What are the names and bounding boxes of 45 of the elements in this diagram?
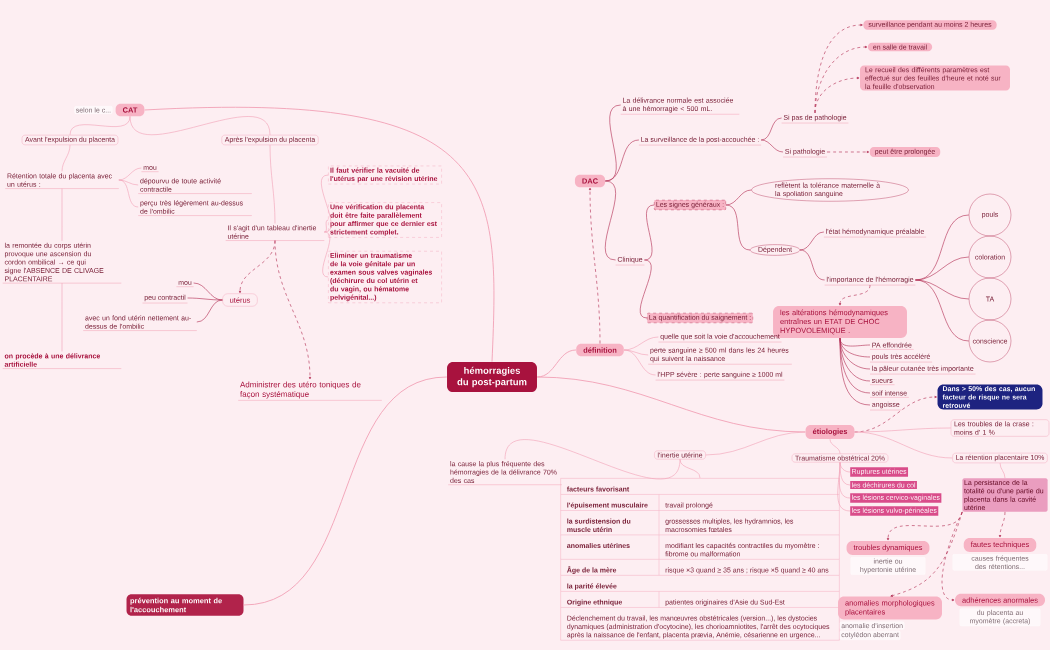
- connector-line: [679, 459, 701, 479]
- connector-line: [760, 117, 782, 141]
- connector-line: [915, 279, 970, 342]
- connector-line: [604, 139, 640, 182]
- connector-line: [187, 297, 223, 301]
- arrow: [998, 511, 1006, 538]
- connector-line: [504, 439, 681, 479]
- connector-line: [118, 179, 139, 208]
- connector-line: [243, 376, 448, 606]
- connector-line: [705, 431, 806, 456]
- connector-line: [196, 299, 223, 323]
- connector-line: [321, 174, 332, 233]
- connector-line: [623, 349, 656, 376]
- connector-line: [644, 204, 655, 261]
- connector-line: [144, 106, 495, 363]
- arrow: [814, 76, 860, 114]
- connector-line: [839, 337, 871, 406]
- connector-line: [61, 144, 71, 172]
- connector-line: [799, 249, 825, 281]
- arrow: [588, 187, 601, 344]
- connector-line: [799, 231, 825, 251]
- arrow: [941, 511, 963, 602]
- arrow: [890, 511, 963, 597]
- connector-line: [999, 462, 1006, 479]
- connector-line: [837, 462, 851, 512]
- arrow: [274, 240, 312, 380]
- arrow: [838, 284, 871, 306]
- topic-box: hémorragies du post-partum: [447, 361, 537, 393]
- connector-line: [69, 116, 131, 136]
- connector-line: [536, 376, 806, 433]
- connector-line: [623, 349, 649, 356]
- connector-line: [725, 189, 752, 206]
- connector-line: [324, 219, 329, 233]
- connector-line: [322, 231, 331, 278]
- connector-line: [604, 180, 616, 261]
- connector-line: [854, 427, 952, 433]
- connector-line: [725, 204, 751, 251]
- arrow: [826, 150, 870, 154]
- connector-line: [129, 116, 271, 136]
- connector-line: [829, 438, 841, 454]
- connector-line: [269, 144, 276, 224]
- connector-line: [639, 259, 652, 319]
- connector-line: [760, 139, 784, 153]
- connector-line: [118, 167, 142, 181]
- connector-line: [915, 256, 970, 281]
